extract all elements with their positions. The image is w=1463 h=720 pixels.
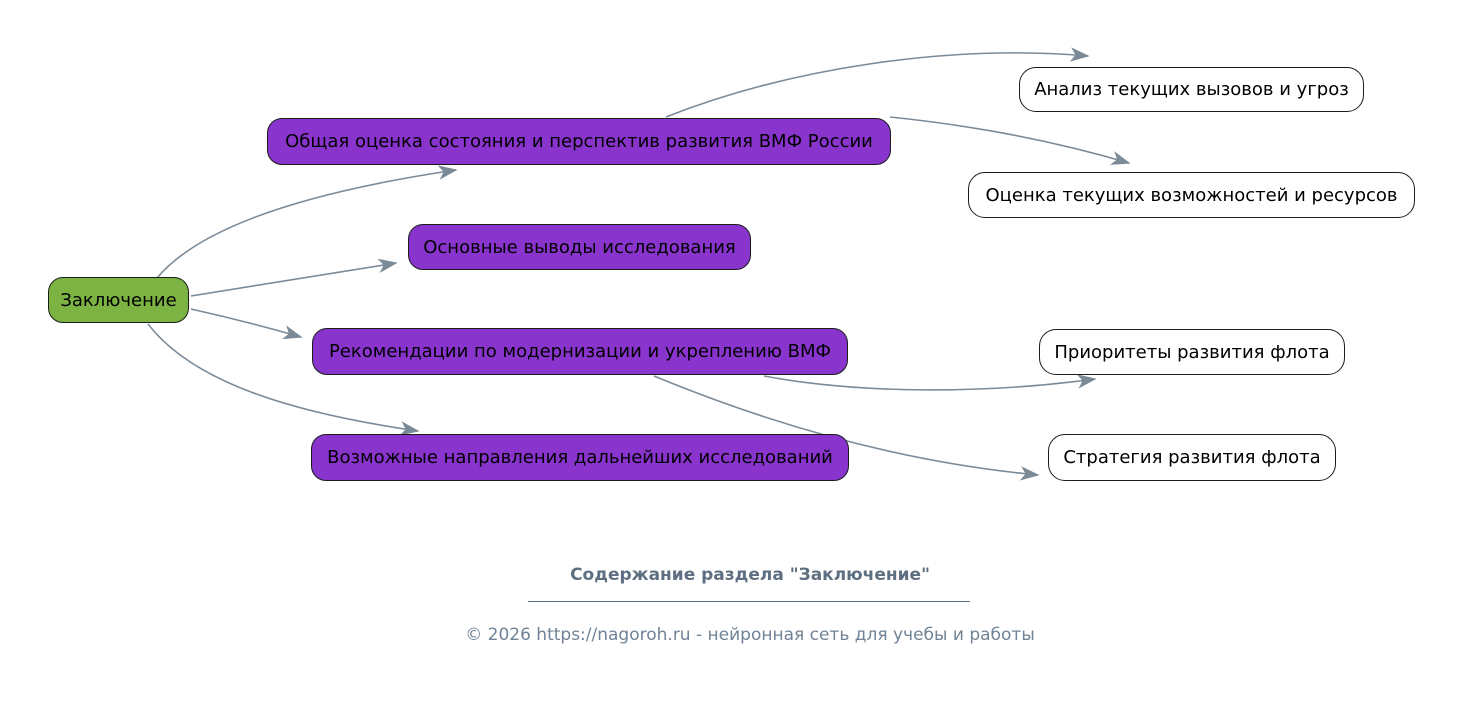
node-osnovnye-vyvody: Основные выводы исследования xyxy=(408,224,751,270)
edge-zaklyuchenie-osnovnye xyxy=(190,258,398,297)
node-zaklyuchenie: Заключение xyxy=(48,277,189,323)
diagram-caption: Содержание раздела "Заключение" xyxy=(570,565,930,585)
node-prioritety-flota: Приоритеты развития флота xyxy=(1039,329,1345,375)
node-analiz-vyzovov: Анализ текущих вызовов и угроз xyxy=(1019,67,1364,112)
edge-zaklyuchenie-rekomendacii xyxy=(190,308,303,340)
edge-rekomendacii-prioritety xyxy=(763,374,1097,391)
node-ocenka-resursov: Оценка текущих возможностей и ресурсов xyxy=(968,172,1415,218)
node-strategiya-flota: Стратегия развития флота xyxy=(1048,434,1336,481)
node-rekomendacii: Рекомендации по модернизации и укреплени… xyxy=(312,328,848,375)
node-napravleniya: Возможные направления дальнейших исследо… xyxy=(311,434,849,481)
node-obshchaya-ocenka: Общая оценка состояния и перспектив разв… xyxy=(267,118,891,165)
copyright-text: © 2026 https://nagoroh.ru - нейронная се… xyxy=(465,625,1035,645)
caption-underline xyxy=(528,601,970,602)
edge-obshchaya-ocenka xyxy=(889,116,1131,165)
